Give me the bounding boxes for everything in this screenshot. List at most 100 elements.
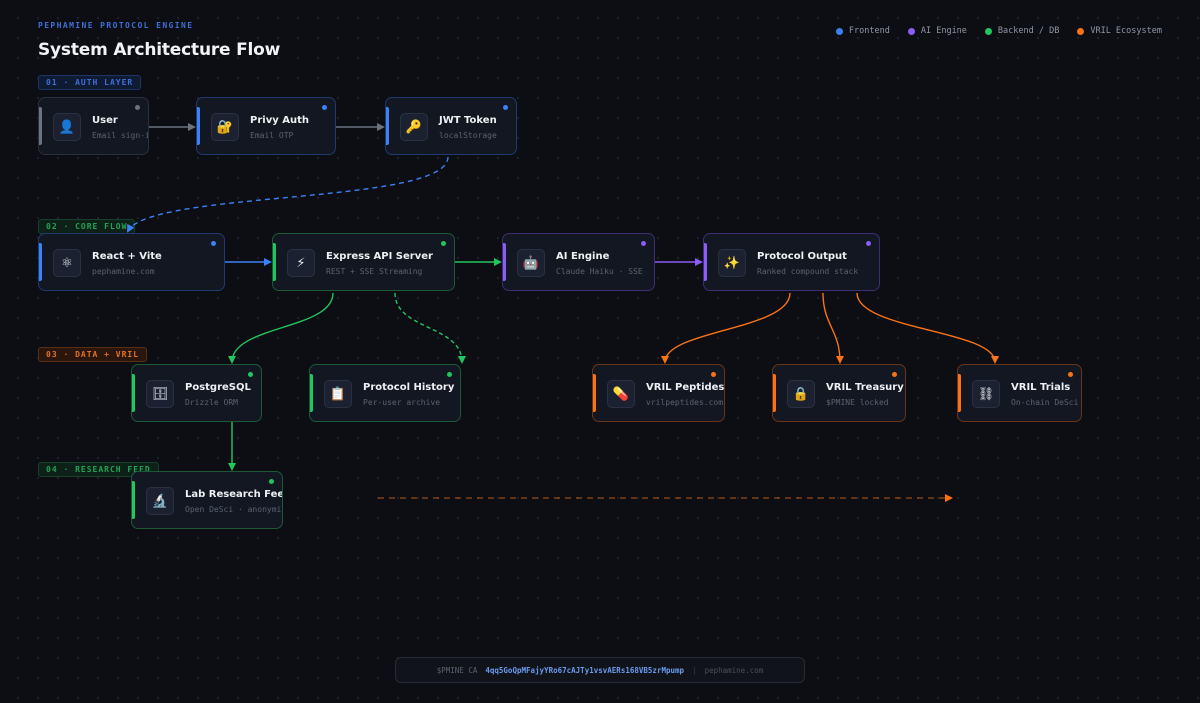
node-accent-bar [773,374,776,412]
ca-site-link[interactable]: pephamine.com [704,665,764,675]
page-title: System Architecture Flow [38,40,281,60]
legend-dot-frontend [835,27,843,35]
edge-express-history [394,292,466,364]
legend-dot-backend [984,27,992,35]
legend-label: Frontend [848,26,890,36]
node-subtitle: REST + SSE Streaming [326,267,423,276]
node-title: VRIL Trials [1011,382,1071,393]
node-title: Protocol History [363,382,455,393]
node-vril-treasury[interactable]: 🔒 VRIL Treasury $PMINE locked [772,364,906,422]
edge-jwt-react [127,156,449,233]
section-label-research: 04 · RESEARCH FEED [38,462,159,477]
pill-icon: 💊 [607,380,635,408]
node-vril-trials[interactable]: ⛓ VRIL Trials On-chain DeSci [957,364,1082,422]
legend: Frontend AI Engine Backend / DB VRIL Eco… [835,26,1162,36]
clipboard-icon: 📋 [324,380,352,408]
node-accent-bar [704,243,707,281]
node-subtitle: Per-user archive [363,398,441,407]
status-dot [322,105,327,110]
node-accent-bar [386,107,389,145]
node-accent-bar [310,374,313,412]
chain-icon: ⛓ [972,380,1000,408]
section-label-data: 03 · DATA + VRIL [38,347,148,362]
node-title: Protocol Output [757,251,847,262]
edge-express-postgres [228,292,334,364]
node-protocol-history[interactable]: 📋 Protocol History Per-user archive [309,364,461,422]
node-accent-bar [593,374,596,412]
legend-item-vril: VRIL Ecosystem [1077,26,1162,36]
microscope-icon: 🔬 [146,487,174,515]
node-title: JWT Token [439,115,497,126]
node-title: VRIL Peptides [646,382,725,393]
status-dot [892,372,897,377]
node-title: User [92,115,118,126]
node-lab-research-feed[interactable]: 🔬 Lab Research Feed Open DeSci · anonymi… [131,471,283,529]
node-subtitle: Email sign-in [92,131,149,140]
node-react-vite[interactable]: ⚛ React + Vite pephamine.com [38,233,225,291]
node-title: PostgreSQL [185,382,251,393]
status-dot [503,105,508,110]
status-dot [441,241,446,246]
node-subtitle: Open DeSci · anonymized [185,505,282,514]
status-dot [1068,372,1073,377]
legend-item-frontend: Frontend [835,26,890,36]
ca-address[interactable]: 4qq5GoQpMFajyYRo67cAJTy1vsvAERs168VB5zrM… [485,665,685,675]
node-user[interactable]: 👤 User Email sign-in [38,97,149,155]
node-title: AI Engine [556,251,610,262]
legend-item-ai: AI Engine [907,26,967,36]
key-icon: 🔑 [400,113,428,141]
edge-output-treasury [822,292,844,364]
node-subtitle: On-chain DeSci [1011,398,1079,407]
contract-address-bar[interactable]: $PMINE CA 4qq5GoQpMFajyYRo67cAJTy1vsvAER… [395,657,805,683]
section-label-auth: 01 · AUTH LAYER [38,75,142,90]
node-vril-peptides[interactable]: 💊 VRIL Peptides vrilpeptides.com [592,364,725,422]
sparkles-icon: ✨ [718,249,746,277]
node-subtitle: pephamine.com [92,267,155,276]
node-subtitle: localStorage [439,131,497,140]
node-accent-bar [503,243,506,281]
legend-label: Backend / DB [997,26,1060,36]
node-accent-bar [273,243,276,281]
node-accent-bar [39,107,42,145]
node-accent-bar [132,374,135,412]
ca-label: $PMINE CA [436,665,478,675]
node-subtitle: Drizzle ORM [185,398,238,407]
node-protocol-output[interactable]: ✨ Protocol Output Ranked compound stack [703,233,880,291]
node-accent-bar [197,107,200,145]
status-dot [447,372,452,377]
user-icon: 👤 [53,113,81,141]
legend-label: AI Engine [920,26,967,36]
legend-dot-ai [907,27,915,35]
status-dot [866,241,871,246]
ca-separator: | [692,665,697,675]
padlock-icon: 🔒 [787,380,815,408]
node-title: VRIL Treasury [826,382,904,393]
node-title: Express API Server [326,251,433,262]
node-privy-auth[interactable]: 🔐 Privy Auth Email OTP [196,97,336,155]
node-subtitle: $PMINE locked [826,398,889,407]
legend-dot-vril [1077,27,1085,35]
robot-icon: 🤖 [517,249,545,277]
status-dot [711,372,716,377]
node-accent-bar [132,481,135,519]
status-dot [269,479,274,484]
node-express-api-server[interactable]: ⚡ Express API Server REST + SSE Streamin… [272,233,455,291]
node-title: Privy Auth [250,115,309,126]
node-accent-bar [39,243,42,281]
node-title: Lab Research Feed [185,489,283,500]
edge-output-peptides [661,292,791,364]
legend-item-backend: Backend / DB [984,26,1060,36]
node-subtitle: vrilpeptides.com [646,398,724,407]
status-dot [248,372,253,377]
legend-label: VRIL Ecosystem [1090,26,1162,36]
node-subtitle: Email OTP [250,131,294,140]
lightning-icon: ⚡ [287,249,315,277]
atom-icon: ⚛ [53,249,81,277]
node-ai-engine[interactable]: 🤖 AI Engine Claude Haiku · SSE [502,233,655,291]
database-icon: 🗄 [146,380,174,408]
node-title: React + Vite [92,251,162,262]
node-postgresql[interactable]: 🗄 PostgreSQL Drizzle ORM [131,364,262,422]
node-accent-bar [958,374,961,412]
node-jwt-token[interactable]: 🔑 JWT Token localStorage [385,97,517,155]
